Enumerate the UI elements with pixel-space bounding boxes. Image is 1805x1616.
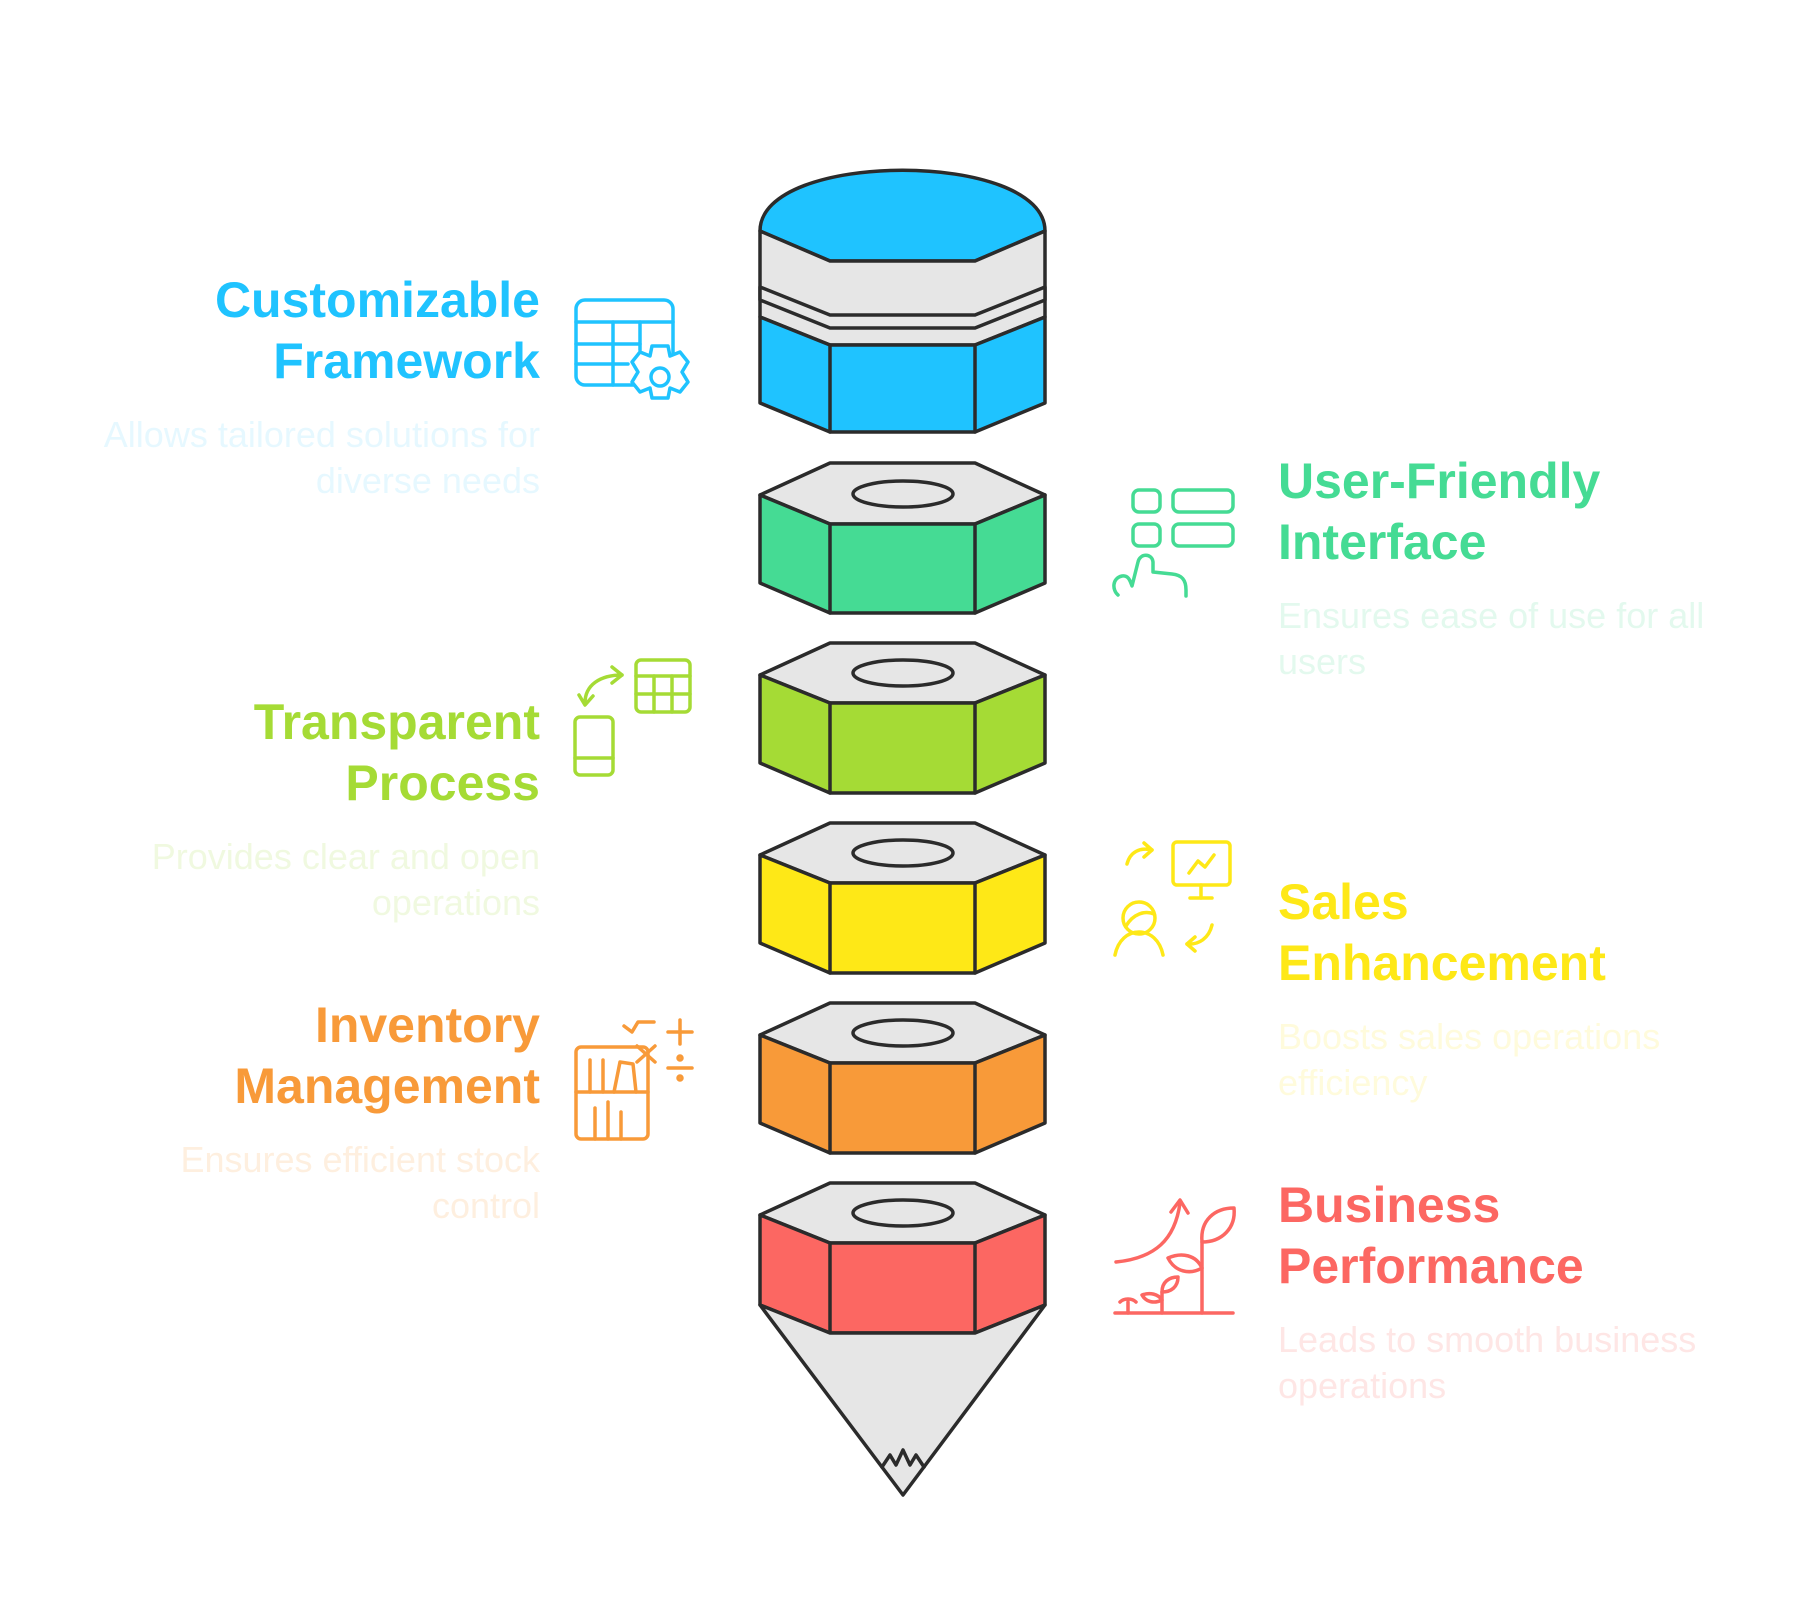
pencil-segment-2 [758,461,1047,615]
step-title: Inventory Management [234,997,540,1114]
step-title: User-Friendly Interface [1278,453,1601,570]
step-label-business-performance: Business Performance Leads to smooth bus… [1278,1175,1748,1409]
step-title: Customizable Framework [214,272,540,389]
step-label-inventory-management: Inventory Management Ensures efficient s… [70,995,540,1229]
step-title: Sales Enhancement [1278,874,1606,991]
step-label-sales-enhancement: Sales Enhancement Boosts sales operation… [1278,872,1748,1106]
step-description: Provides clear and open operations [151,836,540,923]
step-description: Leads to smooth business operations [1278,1319,1697,1406]
step-label-transparent-process: Transparent Process Provides clear and o… [70,692,540,926]
device-sync-icon [573,658,692,777]
step-title: Transparent Process [253,694,540,811]
eraser-dome [758,168,1047,263]
spreadsheet-gear-icon [574,298,690,400]
pencil-eraser-segment [758,168,1047,434]
pencil-segment-6 [758,1181,1047,1335]
touch-interface-icon [1112,488,1235,598]
pencil-segment-4 [758,821,1047,975]
step-label-customizable-framework: Customizable Framework Allows tailored s… [70,270,540,504]
step-description: Allows tailored solutions for diverse ne… [103,414,540,501]
step-description: Boosts sales operations efficiency [1278,1016,1661,1103]
pencil-lead [880,1448,926,1469]
step-description: Ensures efficient stock control [180,1139,540,1226]
pencil-segment-5 [758,1001,1047,1155]
inventory-calculation-icon [574,1018,694,1141]
pencil-segment-3 [758,641,1047,795]
growth-plant-icon [1113,1198,1236,1315]
eraser-ferrule-band [758,285,1047,330]
step-title: Business Performance [1278,1177,1584,1294]
pencil-tip [758,1303,1047,1497]
step-description: Ensures ease of use for all users [1278,595,1705,682]
step-label-user-friendly-interface: User-Friendly Interface Ensures ease of … [1278,451,1748,685]
sales-presentation-icon [1113,840,1232,957]
